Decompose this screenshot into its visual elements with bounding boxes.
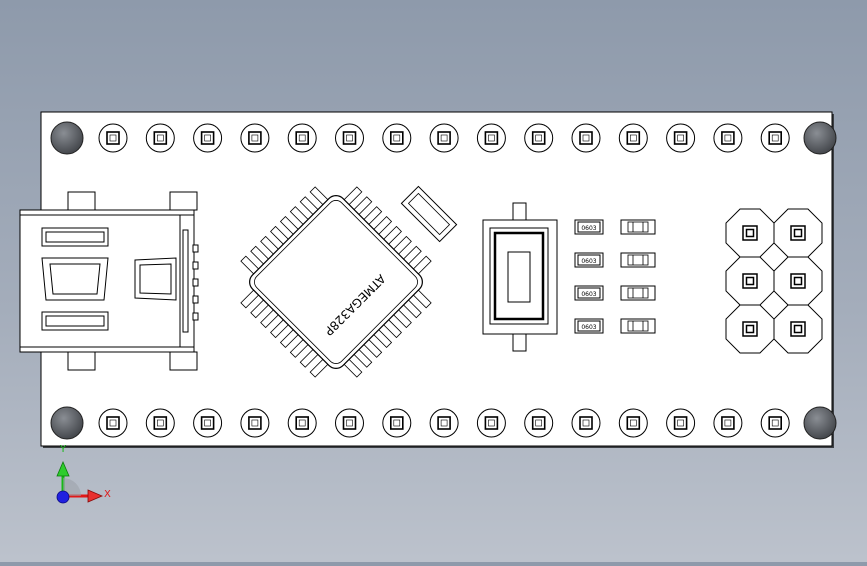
microcontroller-chip: ATMEGA328P [240,186,432,378]
icsp-pin [773,304,823,354]
header-pin [240,123,270,153]
axis-triad: Y X [56,444,111,504]
icsp-pin [725,256,775,306]
header-pin [760,408,790,438]
axis-x-label: X [104,489,111,500]
icsp-pin [725,208,775,258]
header-pin [193,408,223,438]
usb-connector [19,191,199,371]
header-pin [98,123,128,153]
icsp-pin [773,208,823,258]
reset-button [482,202,558,352]
header-pin [524,408,554,438]
pcb-board [40,111,834,448]
led [620,318,656,334]
header-pin [145,408,175,438]
header-pins-top [98,123,790,153]
resistor-code: 0603 [581,291,596,298]
header-pin [145,123,175,153]
resistor: 0603 [574,252,604,268]
axis-y-label: Y [59,444,67,455]
header-pin [240,408,270,438]
header-pin [713,123,743,153]
led [620,219,656,235]
header-pin [524,123,554,153]
header-pin [429,408,459,438]
header-pin [335,123,364,153]
header-pin [666,123,696,153]
mount-hole [50,406,84,440]
mount-hole [803,121,837,155]
icsp-pin [773,256,823,306]
header-pin [476,123,506,153]
header-pin [98,408,128,438]
led [620,252,656,268]
icsp-pin [725,304,775,354]
resistor: 0603 [574,318,604,334]
resistor-code: 0603 [581,225,596,232]
header-pin [618,408,648,438]
header-pin [760,123,790,153]
mount-hole [50,121,84,155]
header-pin [193,123,223,153]
header-pin [571,408,601,438]
header-pin [666,408,696,438]
header-pin [476,408,506,438]
mount-hole [803,406,837,440]
header-pin [618,123,648,153]
header-pin [429,123,459,153]
header-pin [287,123,317,153]
resistor: 0603 [574,285,604,301]
led-column [620,219,656,334]
header-pin [287,408,317,438]
header-pin [382,123,412,153]
header-pin [713,408,743,438]
resistor-code: 0603 [581,258,596,265]
header-pin [382,408,412,438]
header-pin [335,408,364,438]
resistor: 0603 [574,219,604,235]
icsp-header [725,208,823,354]
led [620,285,656,301]
mounting-holes [50,121,837,440]
header-pin [571,123,601,153]
resistor-column: 0603 0603 0603 0603 [574,219,604,334]
resistor-code: 0603 [581,324,596,331]
crystal-component [400,185,458,243]
header-pins-bottom [98,408,790,438]
